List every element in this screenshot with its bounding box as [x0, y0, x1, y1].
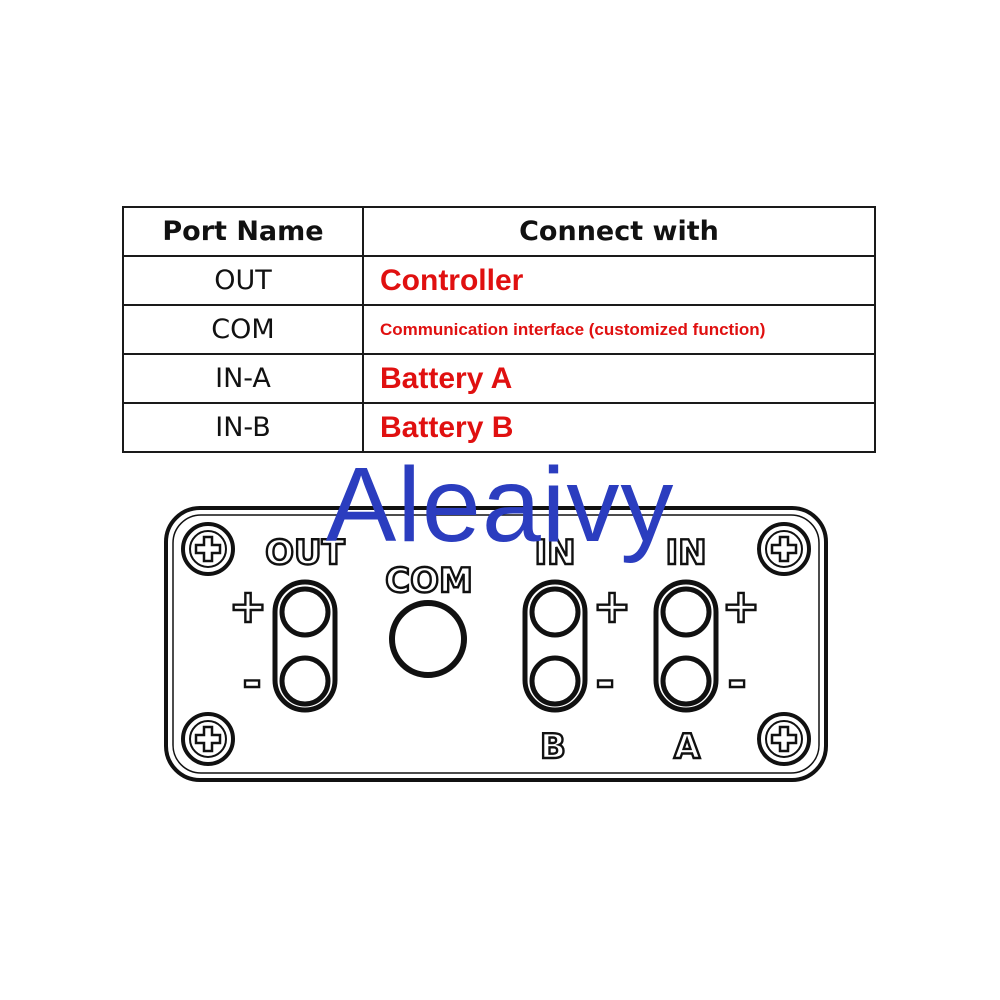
in-a-label: IN — [665, 533, 706, 573]
table-header-row: Port Name Connect with — [122, 206, 876, 257]
port-name-cell: IN-A — [122, 353, 364, 404]
header-connect-with: Connect with — [362, 206, 876, 257]
port-name-cell: IN-B — [122, 402, 364, 453]
in-a-plus-sign: + — [722, 579, 761, 633]
screw-icon — [757, 522, 811, 576]
table-row: OUT Controller — [122, 255, 876, 306]
in-a-terminal — [653, 579, 719, 713]
port-name-cell: COM — [122, 304, 364, 355]
watermark: Aleaivy — [325, 446, 675, 564]
out-label: OUT — [265, 533, 346, 573]
connect-with-cell: Communication interface (customized func… — [362, 304, 876, 355]
in-a-minus-sign: - — [727, 654, 746, 708]
com-label: COM — [385, 561, 473, 601]
table-row: COM Communication interface (customized … — [122, 304, 876, 355]
out-terminal — [272, 579, 338, 713]
panel-outline — [164, 506, 828, 782]
port-name-cell: OUT — [122, 255, 364, 306]
screw-icon — [181, 712, 235, 766]
table-row: IN-B Battery B — [122, 402, 876, 453]
connect-with-cell: Battery B — [362, 402, 876, 453]
in-b-minus-sign: - — [595, 654, 614, 708]
screw-icon — [757, 712, 811, 766]
screw-icon — [181, 522, 235, 576]
in-b-plus-sign: + — [593, 579, 632, 633]
com-port — [389, 600, 467, 678]
out-plus-sign: + — [229, 579, 268, 633]
connect-with-cell: Battery A — [362, 353, 876, 404]
port-table: Port Name Connect with OUT Controller CO… — [122, 206, 876, 453]
a-label: A — [674, 727, 701, 767]
in-b-label: IN — [534, 533, 575, 573]
panel-inner-outline — [172, 514, 820, 774]
out-minus-sign: - — [242, 654, 261, 708]
table-row: IN-A Battery A — [122, 353, 876, 404]
in-b-terminal — [522, 579, 588, 713]
connect-with-cell: Controller — [362, 255, 876, 306]
header-port-name: Port Name — [122, 206, 364, 257]
b-label: B — [540, 727, 566, 767]
